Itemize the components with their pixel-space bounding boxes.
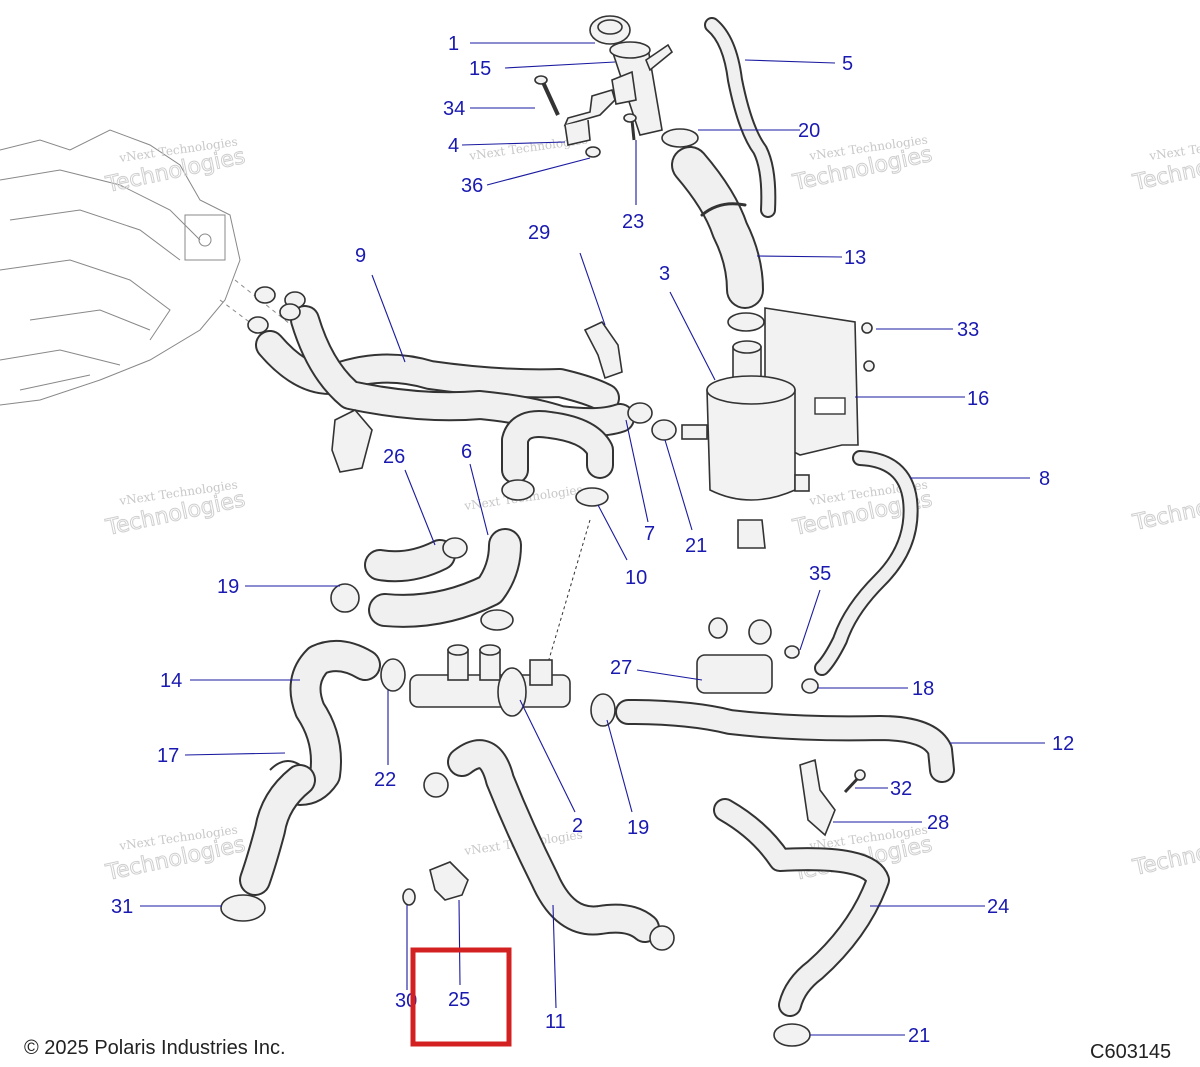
part-radiator-cap [589, 15, 631, 45]
part-clamp-35 [784, 645, 800, 659]
callout-25: 25 [448, 989, 470, 1011]
callout-9: 9 [355, 245, 366, 267]
callout-3: 3 [659, 263, 670, 285]
callout-13: 13 [844, 247, 866, 269]
callout-6: 6 [461, 441, 472, 463]
part-clamp-30 [402, 888, 416, 906]
part-clamp-22 [380, 658, 406, 692]
callout-16: 16 [967, 388, 989, 410]
engine-sketch [0, 129, 311, 406]
part-cap-18 [801, 678, 819, 694]
callout-4: 4 [448, 135, 459, 157]
callout-17: 17 [157, 745, 179, 767]
callout-26: 26 [383, 446, 405, 468]
callout-15: 15 [469, 58, 491, 80]
callout-33: 33 [957, 319, 979, 341]
part-clamp-10 [575, 487, 609, 507]
watermark-text: Technologies [1130, 482, 1200, 536]
part-clamp-21-upper [627, 402, 677, 441]
part-screw-33 [861, 322, 875, 372]
callout-12: 12 [1052, 733, 1074, 755]
callout-24: 24 [987, 896, 1009, 918]
callout-5: 5 [842, 53, 853, 75]
part-clamp-19-upper [330, 583, 360, 613]
part-clamp-small-11 [423, 772, 449, 798]
part-hose-11 [447, 739, 675, 951]
part-hose-6 [368, 479, 535, 631]
callout-23: 23 [622, 211, 644, 233]
callout-21: 21 [685, 535, 707, 557]
part-y-fitting-2 [409, 644, 571, 717]
part-bolt-23 [623, 113, 637, 141]
callout-29: 29 [528, 222, 550, 244]
part-clamp-31 [220, 894, 266, 922]
part-bracket-28 [799, 758, 836, 837]
callout-27: 27 [610, 657, 632, 679]
copyright-text: © 2025 Polaris Industries Inc. [24, 1037, 286, 1059]
part-hose-17 [239, 760, 316, 896]
part-clamp-21-lower [773, 1023, 811, 1047]
part-hose-13 [671, 146, 764, 309]
watermark-text: Technologies [1130, 827, 1200, 881]
callout-2: 2 [572, 815, 583, 837]
callout-28: 28 [927, 812, 949, 834]
part-clamp-19-lower [590, 693, 616, 727]
part-coolant-bottle-3 [681, 312, 810, 549]
part-hose-26 [364, 537, 468, 583]
part-clamp-26-left [331, 409, 373, 473]
part-clamps-9 [247, 286, 306, 334]
part-clip-29 [583, 320, 623, 380]
part-clamp-20 [661, 128, 699, 148]
highlight-box [410, 947, 512, 1047]
callout-20: 20 [798, 120, 820, 142]
callout-8: 8 [1039, 468, 1050, 490]
callout-11: 11 [545, 1011, 566, 1033]
part-overflow-hose-8 [814, 450, 919, 676]
callout-34: 34 [443, 98, 465, 120]
part-bracket-4 [563, 89, 616, 146]
callout-18: 18 [912, 678, 934, 700]
part-hose-14 [284, 640, 381, 806]
callout-22: 22 [374, 769, 396, 791]
part-bolt-32 [843, 769, 866, 794]
part-nut-36 [585, 146, 601, 158]
part-hose-24 [713, 798, 890, 1017]
watermarks: vNext Technologies Technologies vNext Te… [103, 133, 1200, 887]
callout-7: 7 [644, 523, 655, 545]
part-filler-neck [609, 41, 674, 136]
drawing-id: C603145 [1090, 1041, 1171, 1063]
callout-14: 14 [160, 670, 182, 692]
part-bolt-34 [534, 75, 560, 116]
callout-32: 32 [890, 778, 912, 800]
callout-10: 10 [625, 567, 647, 589]
leader-lines [140, 42, 1045, 1036]
callout-labels: 1 15 5 34 20 4 36 23 29 9 13 3 33 16 8 2… [111, 33, 1074, 1047]
part-bracket-25 [429, 861, 469, 901]
part-hose-12 [615, 699, 955, 783]
callout-36: 36 [461, 175, 483, 197]
part-vent-hose-5 [704, 17, 777, 218]
callout-31: 31 [111, 896, 133, 918]
callout-19: 19 [627, 817, 649, 839]
callout-1: 1 [448, 33, 459, 55]
callout-21: 21 [908, 1025, 930, 1047]
callout-19: 19 [217, 576, 239, 598]
part-tee-27 [696, 617, 773, 694]
callout-35: 35 [809, 563, 831, 585]
part-hose-9 [255, 305, 635, 484]
